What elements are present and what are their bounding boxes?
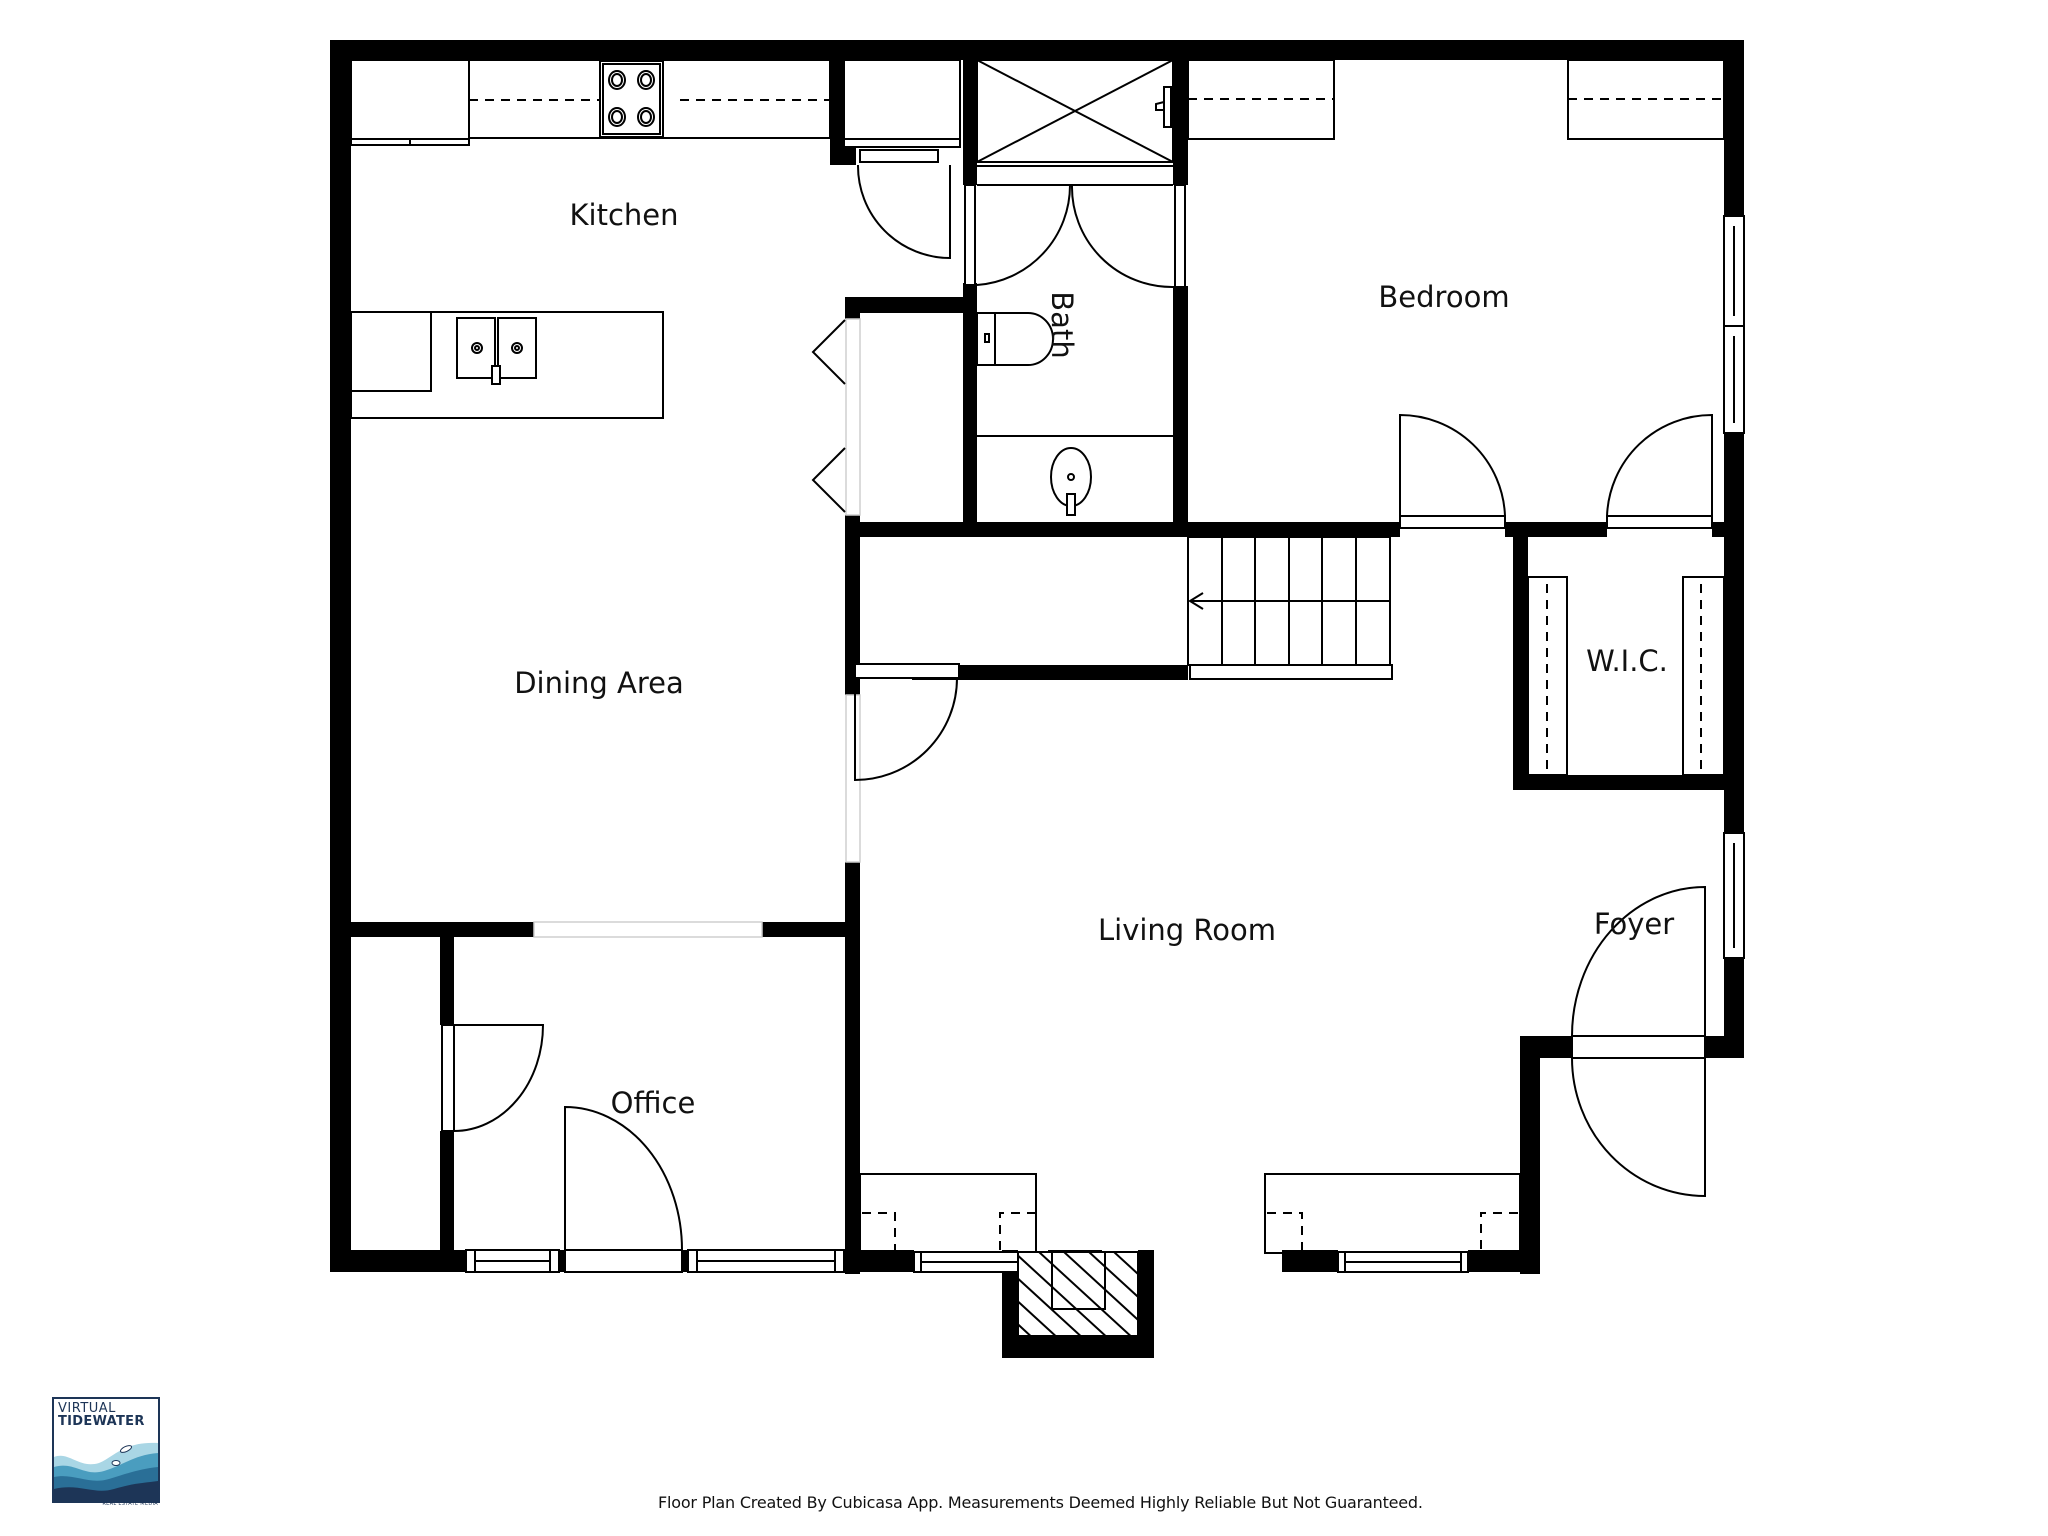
room-label-dining-area: Dining Area	[514, 666, 684, 700]
toilet-icon	[976, 312, 1054, 366]
disclaimer-text: Floor Plan Created By Cubicasa App. Meas…	[658, 1493, 1423, 1512]
fireplace-icon	[1017, 1251, 1139, 1337]
room-label-office: Office	[610, 1086, 696, 1120]
logo-line1: VIRTUAL	[58, 1401, 116, 1416]
bifold-closet-door[interactable]	[811, 319, 846, 513]
bedroom-fixtures	[1187, 59, 1725, 140]
office-windows	[465, 1249, 845, 1273]
logo-box: VIRTUAL TIDEWATER	[52, 1397, 160, 1503]
bath-double-door[interactable]	[964, 184, 1186, 289]
staircase[interactable]	[1187, 536, 1393, 680]
room-label-bath: Bath	[1045, 291, 1079, 359]
wic-door[interactable]	[1606, 413, 1713, 529]
bath-fixtures	[964, 59, 1186, 516]
foyer-window	[1723, 832, 1745, 959]
dining-living-opening	[845, 694, 861, 863]
room-label-foyer: Foyer	[1593, 907, 1675, 941]
bedroom-windows	[1723, 215, 1745, 434]
closet-opening	[845, 318, 861, 516]
front-door[interactable]	[1571, 885, 1706, 1198]
logo-tagline: REAL ESTATE MEDIA	[102, 1501, 158, 1507]
hall-closet-door[interactable]	[854, 663, 960, 782]
pantry-door[interactable]	[856, 164, 951, 260]
exterior-walls	[330, 40, 1744, 1358]
room-label-wic: W.I.C.	[1586, 644, 1668, 678]
arrow-left-icon	[1188, 592, 1204, 610]
bedroom-door[interactable]	[1399, 413, 1506, 529]
room-label-bedroom: Bedroom	[1378, 280, 1510, 314]
living-window-seats	[859, 1173, 1521, 1254]
logo-line2: TIDEWATER	[58, 1414, 145, 1429]
living-windows	[913, 1251, 1469, 1273]
interior-walls	[330, 55, 1742, 1274]
stove-icon	[599, 60, 664, 138]
kitchen-fixtures	[350, 59, 961, 419]
office-closet-door[interactable]	[441, 1024, 545, 1132]
wic-shelves	[1527, 576, 1725, 776]
basin-icon	[1050, 447, 1092, 516]
dining-office-opening	[533, 921, 763, 938]
room-label-kitchen: Kitchen	[569, 198, 679, 232]
virtual-tidewater-logo: VIRTUAL TIDEWATER REAL ESTATE MEDIA	[52, 1397, 160, 1507]
sink-icon	[456, 317, 537, 385]
room-label-living-room: Living Room	[1097, 913, 1277, 947]
office-door[interactable]	[564, 1105, 683, 1273]
waves-icon	[54, 1442, 158, 1501]
